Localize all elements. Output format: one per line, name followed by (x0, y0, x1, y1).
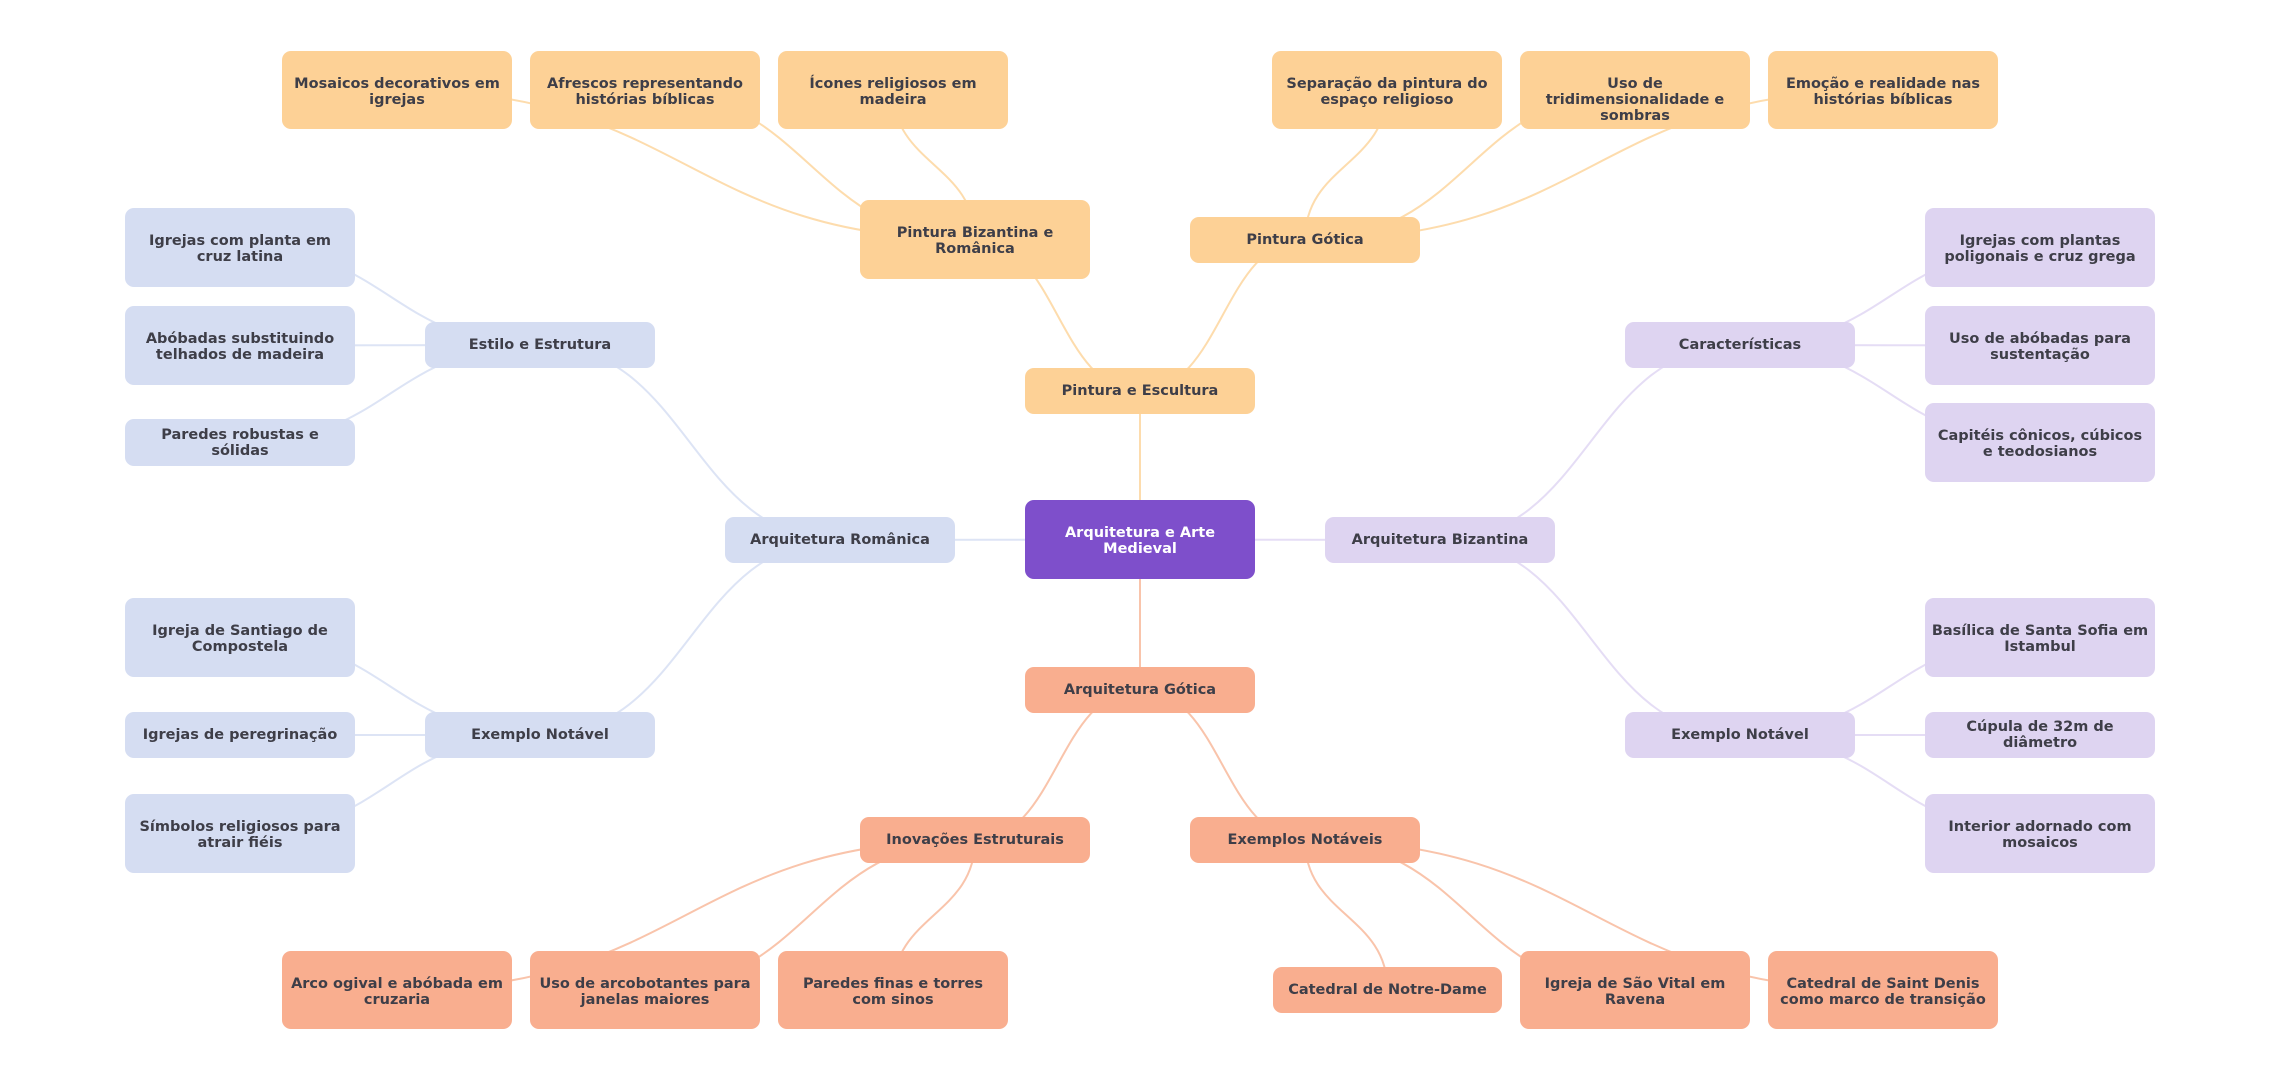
node-inovacoes-estruturais[interactable]: Inovações Estruturais (860, 817, 1090, 863)
leaf-node[interactable]: Igreja de Santiago de Compostela (125, 598, 355, 677)
root-node[interactable]: Arquitetura e Arte Medieval (1025, 500, 1255, 579)
leaf-node[interactable]: Capitéis cônicos, cúbicos e teodosianos (1925, 403, 2155, 482)
leaf-label: Uso de abóbadas para sustentação (1949, 331, 2131, 363)
leaf-label: Igreja de Santiago de Compostela (152, 623, 328, 655)
leaf-label: Paredes robustas e sólidas (161, 426, 319, 459)
node-label: Exemplo Notável (471, 727, 609, 743)
node-label: Arquitetura Gótica (1063, 682, 1217, 698)
leaf-node[interactable]: Afrescos representando histórias bíblica… (530, 51, 760, 129)
leaf-node[interactable]: Uso de abóbadas para sustentação (1925, 306, 2155, 385)
node-caracteristicas[interactable]: Características (1625, 322, 1855, 368)
leaf-node[interactable]: Igrejas com plantas poligonais e cruz gr… (1925, 208, 2155, 287)
node-pintura-bizantina-romanica[interactable]: Pintura Bizantina e Românica (860, 200, 1090, 279)
leaf-label: Uso de arcobotantes para janelas maiores (539, 976, 751, 1008)
leaf-node[interactable]: Paredes finas e torres com sinos (778, 951, 1008, 1029)
branch-arquitetura-gotica[interactable]: Arquitetura Gótica (1025, 667, 1255, 713)
leaf-label: Ícones religiosos em madeira (809, 76, 977, 108)
leaf-node[interactable]: Mosaicos decorativos em igrejas (282, 51, 512, 129)
node-exemplos-notaveis[interactable]: Exemplos Notáveis (1190, 817, 1420, 863)
branch-arquitetura-bizantina[interactable]: Arquitetura Bizantina (1325, 517, 1555, 563)
leaf-node[interactable]: Basílica de Santa Sofia em Istambul (1925, 598, 2155, 677)
leaf-node[interactable]: Igrejas de peregrinação (125, 712, 355, 758)
leaf-label: Igrejas de peregrinação (142, 727, 338, 743)
leaf-node[interactable]: Símbolos religiosos para atrair fiéis (125, 794, 355, 873)
leaf-node[interactable]: Igreja de São Vital em Ravena (1520, 951, 1750, 1029)
node-exemplo-notavel-romanica[interactable]: Exemplo Notável (425, 712, 655, 758)
leaf-node[interactable]: Catedral de Notre-Dame (1273, 967, 1502, 1013)
leaf-label: Interior adornado com mosaicos (1948, 819, 2132, 851)
connector-line (539, 539, 841, 736)
node-label: Inovações Estruturais (886, 832, 1064, 848)
leaf-label: Capitéis cônicos, cúbicos e teodosianos (1937, 428, 2143, 460)
leaf-node[interactable]: Emoção e realidade nas histórias bíblica… (1768, 51, 1998, 129)
branch-arquitetura-romanica[interactable]: Arquitetura Românica (725, 517, 955, 563)
node-label: Estilo e Estrutura (468, 337, 612, 353)
leaf-label: Abóbadas substituindo telhados de madeir… (145, 331, 335, 363)
leaf-node[interactable]: Ícones religiosos em madeira (778, 51, 1008, 129)
leaf-label: Catedral de Notre-Dame (1288, 982, 1487, 998)
branch-pintura-escultura[interactable]: Pintura e Escultura (1025, 368, 1255, 414)
connector-line (1439, 344, 1741, 541)
leaf-label: Mosaicos decorativos em igrejas (294, 76, 500, 108)
connector-line (1439, 539, 1741, 736)
leaf-node[interactable]: Interior adornado com mosaicos (1925, 794, 2155, 873)
leaf-label: Igrejas com planta em cruz latina (148, 233, 332, 265)
node-exemplo-notavel-bizantina[interactable]: Exemplo Notável (1625, 712, 1855, 758)
leaf-label: Símbolos religiosos para atrair fiéis (139, 819, 341, 851)
leaf-node[interactable]: Separação da pintura do espaço religioso (1272, 51, 1502, 129)
leaf-label: Igrejas com plantas poligonais e cruz gr… (1944, 233, 2136, 265)
node-label: Arquitetura Românica (750, 532, 930, 548)
leaf-label: Cúpula de 32m de diâmetro (1966, 719, 2114, 751)
leaf-node[interactable]: Paredes robustas e sólidas (125, 419, 355, 466)
node-estilo-estrutura[interactable]: Estilo e Estrutura (425, 322, 655, 368)
leaf-label: Emoção e realidade nas histórias bíblica… (1785, 76, 1981, 108)
connector-line (539, 344, 841, 541)
leaf-label: Paredes finas e torres com sinos (803, 976, 983, 1008)
leaf-node[interactable]: Uso de arcobotantes para janelas maiores (530, 951, 760, 1029)
leaf-label: Separação da pintura do espaço religioso (1286, 76, 1488, 108)
leaf-label: Uso de tridimensionalidade e sombras (1545, 76, 1725, 124)
node-label: Pintura e Escultura (1061, 383, 1219, 399)
node-label: Pintura Gótica (1246, 232, 1364, 248)
leaf-label: Basílica de Santa Sofia em Istambul (1931, 623, 2149, 655)
leaf-label: Afrescos representando histórias bíblica… (547, 76, 743, 108)
node-label: Características (1678, 337, 1802, 353)
leaf-label: Catedral de Saint Denis como marco de tr… (1780, 976, 1986, 1008)
leaf-node[interactable]: Uso de tridimensionalidade e sombras (1520, 51, 1750, 129)
root-node-label: Arquitetura e Arte Medieval (1064, 525, 1216, 557)
node-label: Exemplo Notável (1671, 727, 1809, 743)
leaf-node[interactable]: Arco ogival e abóbada em cruzaria (282, 951, 512, 1029)
leaf-node[interactable]: Catedral de Saint Denis como marco de tr… (1768, 951, 1998, 1029)
leaf-label: Arco ogival e abóbada em cruzaria (291, 976, 503, 1008)
leaf-node[interactable]: Igrejas com planta em cruz latina (125, 208, 355, 287)
leaf-node[interactable]: Abóbadas substituindo telhados de madeir… (125, 306, 355, 385)
node-label: Pintura Bizantina e Românica (896, 225, 1054, 257)
node-pintura-gotica[interactable]: Pintura Gótica (1190, 217, 1420, 263)
leaf-node[interactable]: Cúpula de 32m de diâmetro (1925, 712, 2155, 758)
node-label: Exemplos Notáveis (1227, 832, 1383, 848)
leaf-label: Igreja de São Vital em Ravena (1544, 976, 1726, 1008)
node-label: Arquitetura Bizantina (1351, 532, 1529, 548)
